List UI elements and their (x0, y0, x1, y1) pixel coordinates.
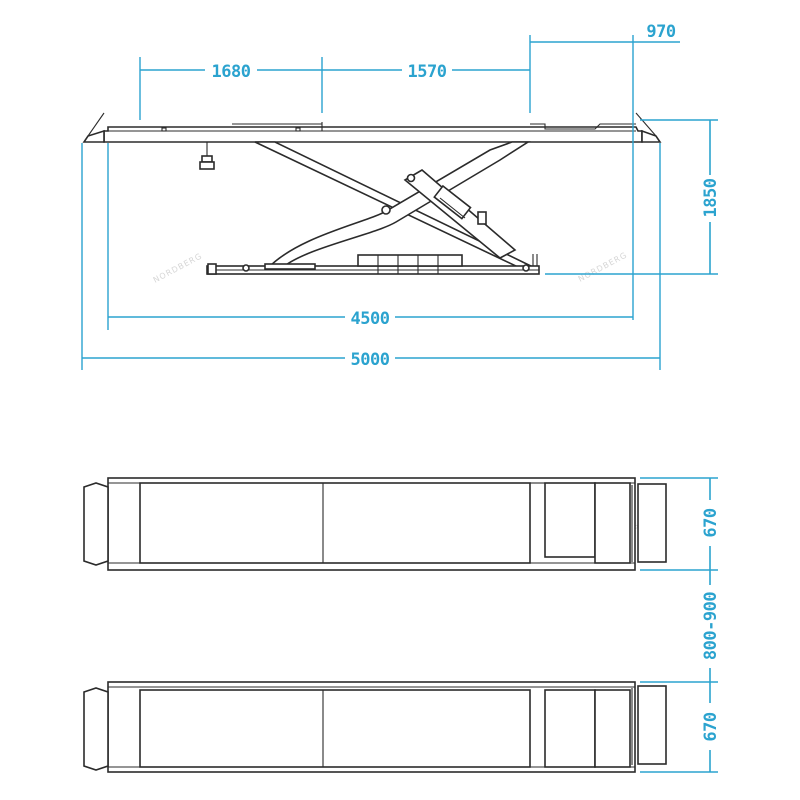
dimension-label-1680: 1680 (212, 62, 251, 82)
dimension-670-lower: 670 (701, 682, 721, 772)
dimension-1570: 1570 (322, 62, 530, 82)
dimension-670-upper: 670 (701, 478, 721, 570)
dimension-label-4500: 4500 (351, 309, 390, 329)
dimension-label-1570: 1570 (408, 62, 447, 82)
plan-view-runway-lower (83, 681, 667, 773)
plan-view-runway-upper: NORDBERG NORDBERG (83, 477, 667, 571)
watermark-side-left: NORDBERG (152, 251, 204, 284)
dimension-4500: 4500 (108, 309, 633, 329)
dimension-label-670-upper: 670 (701, 508, 721, 537)
scissor-mechanism (254, 141, 536, 269)
dimension-5000: 5000 (82, 350, 660, 370)
watermark-side-right: NORDBERG (577, 250, 629, 283)
dimension-label-5000: 5000 (351, 350, 390, 370)
side-view: NORDBERG NORDBERG (81, 22, 721, 370)
dimension-970: 970 (530, 22, 680, 43)
support-pin (199, 142, 215, 170)
plan-view-dimensions: 670 800-900 670 (640, 477, 721, 773)
dimension-1850: 1850 (701, 120, 721, 274)
dimension-label-1850: 1850 (701, 178, 721, 217)
base-frame (206, 254, 540, 275)
extension-lines-side (81, 35, 718, 370)
dimension-label-670-lower: 670 (701, 712, 721, 741)
dimension-800-900: 800-900 (701, 570, 721, 682)
dimension-1680: 1680 (140, 62, 322, 82)
dimension-label-970: 970 (646, 22, 675, 42)
lift-platform (82, 112, 662, 143)
dimension-label-800-900: 800-900 (701, 592, 721, 660)
